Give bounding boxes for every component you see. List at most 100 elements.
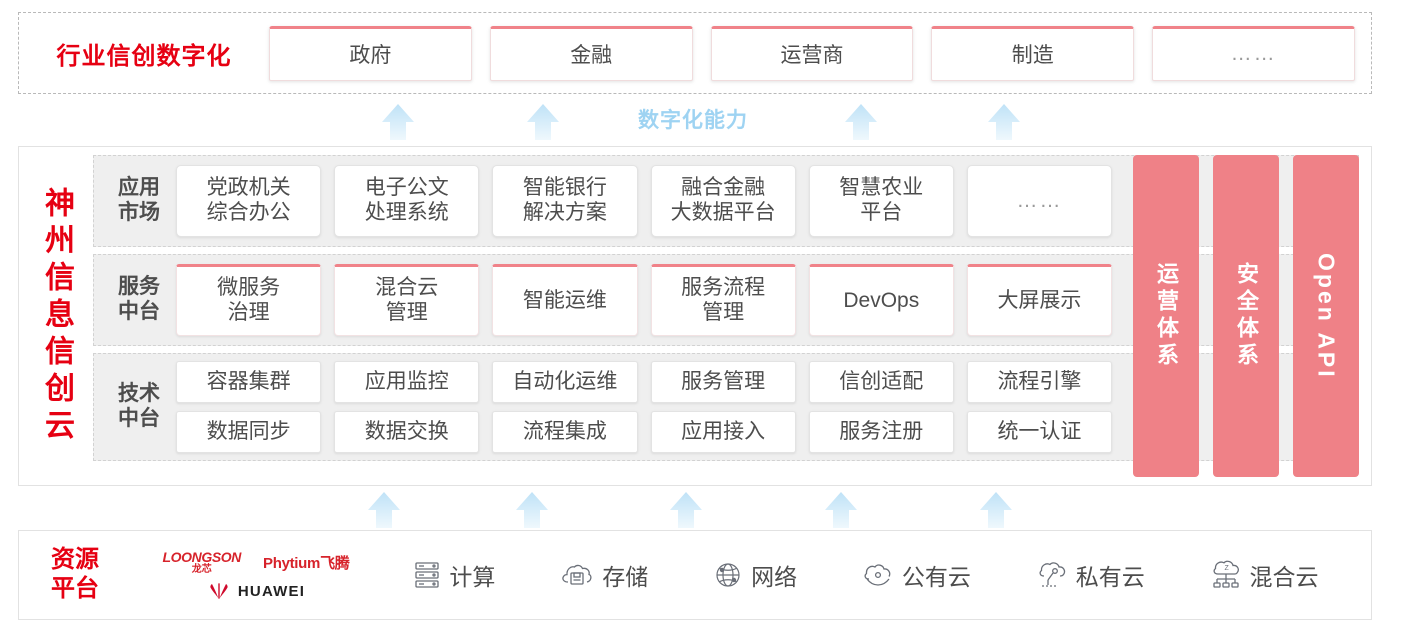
app-card-line2: 解决方案	[522, 201, 607, 224]
resource-item-compute[interactable]: 计算	[413, 558, 495, 592]
svc-card-hybrid-cloud-management[interactable]: 混合云管理	[334, 264, 480, 336]
tier-label-line1: 技术	[118, 382, 160, 406]
tech-card-row-1: 容器集群 应用监控 自动化运维 服务管理 信创适配 流程引擎	[176, 361, 1113, 403]
resource-item-storage-label: 存储	[602, 564, 649, 590]
resource-item-compute-label: 计算	[449, 564, 496, 590]
up-arrow-icon	[356, 490, 412, 530]
resource-item-private-cloud-label: 私有云	[1075, 564, 1145, 590]
svg-text:Z: Z	[1224, 565, 1229, 572]
app-card-line1: 电子公文	[364, 176, 449, 200]
resource-item-network[interactable]: 网络	[713, 558, 797, 592]
app-card-line2: 大数据平台	[670, 201, 776, 224]
private-cloud-icon	[1036, 560, 1068, 590]
tech-card-service-registry[interactable]: 服务注册	[808, 411, 954, 453]
up-arrow-icon	[968, 490, 1024, 530]
pillar-operations-system[interactable]: 运营体系	[1133, 155, 1199, 477]
app-card-more[interactable]: ……	[966, 165, 1113, 237]
tech-card-container-cluster[interactable]: 容器集群	[176, 361, 322, 403]
tier-label-line2: 市场	[118, 201, 160, 224]
network-icon	[713, 560, 743, 590]
svc-card-devops[interactable]: DevOps	[808, 264, 954, 336]
svc-card-line2: 管理	[702, 301, 745, 324]
industry-card-more[interactable]: ……	[1152, 25, 1355, 81]
app-card-line1: 智能银行	[522, 176, 607, 200]
tech-card-application-monitoring[interactable]: 应用监控	[334, 361, 480, 403]
cloud-platform-frame: 神州信息信创云 应用 市场 党政机关综合办公 电子公文处理系统 智能银行解决方案…	[18, 146, 1372, 486]
loongson-logo-name: LOONGSON	[162, 549, 242, 565]
cloud-platform-title-text: 神州信息信创云	[40, 186, 73, 446]
app-card-line2: 平台	[860, 201, 903, 224]
resource-item-storage[interactable]: 存储	[560, 558, 648, 592]
resource-item-network-label: 网络	[751, 564, 798, 590]
cloud-platform-body: 应用 市场 党政机关综合办公 电子公文处理系统 智能银行解决方案 融合金融大数据…	[93, 147, 1371, 485]
app-card-finance-bigdata-platform[interactable]: 融合金融大数据平台	[650, 165, 796, 237]
resource-item-public-cloud[interactable]: 公有云	[862, 558, 971, 592]
vendor-logo-group: LOONGSON 龙芯 Phytium飞腾 HUAWEI	[131, 550, 381, 600]
tech-card-data-exchange[interactable]: 数据交换	[334, 411, 480, 453]
svc-card-intelligent-ops[interactable]: 智能运维	[492, 264, 638, 336]
resource-item-public-cloud-label: 公有云	[901, 564, 971, 590]
digital-capability-strip: 数字化能力	[18, 98, 1372, 142]
public-cloud-icon	[862, 561, 894, 589]
huawei-logo: HUAWEI	[207, 582, 305, 600]
huawei-logo-text: HUAWEI	[237, 582, 306, 600]
up-arrow-icon	[515, 102, 571, 142]
tech-card-data-sync[interactable]: 数据同步	[176, 411, 322, 453]
tech-card-row-2: 数据同步 数据交换 流程集成 应用接入 服务注册 统一认证	[176, 411, 1113, 453]
tier-label-technology-platform: 技术 中台	[102, 382, 176, 432]
app-card-e-document-system[interactable]: 电子公文处理系统	[334, 165, 480, 237]
up-arrow-icon	[504, 490, 560, 530]
tier-label-line1: 应用	[118, 176, 160, 200]
industry-card-manufacturing[interactable]: 制造	[931, 25, 1135, 81]
svc-card-microservice-governance[interactable]: 微服务治理	[176, 264, 322, 336]
resource-platform-frame: 资源 平台 LOONGSON 龙芯 Phytium飞腾 HUAWEI	[18, 530, 1372, 620]
tier-label-line2: 中台	[118, 300, 160, 323]
app-card-line1: 党政机关	[206, 176, 291, 200]
resource-item-hybrid-cloud[interactable]: Z 混合云	[1210, 558, 1319, 592]
loongson-logo: LOONGSON 龙芯	[162, 549, 242, 575]
tier-label-line1: 服务	[118, 275, 160, 299]
up-arrow-icon	[658, 490, 714, 530]
app-card-line1: 融合金融	[681, 176, 766, 200]
loongson-logo-sub: 龙芯	[191, 564, 212, 575]
phytium-logo: Phytium飞腾	[263, 555, 350, 572]
svc-card-large-screen-display[interactable]: 大屏展示	[966, 264, 1113, 336]
pillar-open-api[interactable]: Open API	[1293, 155, 1359, 477]
hybrid-cloud-icon: Z	[1210, 560, 1242, 590]
application-market-cards: 党政机关综合办公 电子公文处理系统 智能银行解决方案 融合金融大数据平台 智慧农…	[176, 165, 1350, 237]
tech-card-automated-ops[interactable]: 自动化运维	[492, 361, 638, 403]
tech-card-unified-authentication[interactable]: 统一认证	[966, 411, 1113, 453]
tech-card-process-integration[interactable]: 流程集成	[492, 411, 638, 453]
resource-item-private-cloud[interactable]: 私有云	[1036, 558, 1145, 592]
pillar-group: 运营体系 安全体系 Open API	[1133, 155, 1359, 477]
technology-platform-cards: 容器集群 应用监控 自动化运维 服务管理 信创适配 流程引擎 数据同步 数据交换…	[176, 361, 1350, 453]
pillar-operations-system-label: 运营体系	[1154, 262, 1179, 370]
app-card-government-office[interactable]: 党政机关综合办公	[176, 165, 322, 237]
tier-label-application-market: 应用 市场	[102, 176, 176, 226]
tier-label-line2: 中台	[118, 407, 160, 430]
app-card-line2: 综合办公	[206, 201, 291, 224]
up-arrow-icon	[370, 102, 426, 142]
resource-item-hybrid-cloud-label: 混合云	[1249, 564, 1319, 590]
pillar-security-system[interactable]: 安全体系	[1213, 155, 1279, 477]
industry-card-operator[interactable]: 运营商	[710, 25, 914, 81]
server-icon	[413, 560, 441, 590]
svc-card-line1: 混合云	[375, 276, 439, 300]
svc-card-line2: 管理	[385, 301, 428, 324]
tech-card-application-access[interactable]: 应用接入	[650, 411, 796, 453]
industry-card-finance[interactable]: 金融	[489, 25, 693, 81]
app-card-smart-bank-solution[interactable]: 智能银行解决方案	[492, 165, 638, 237]
tier-label-service-platform: 服务 中台	[102, 275, 176, 325]
cloud-storage-icon	[560, 561, 594, 589]
tech-card-xinchuang-adaptation[interactable]: 信创适配	[808, 361, 954, 403]
tech-card-process-engine[interactable]: 流程引擎	[966, 361, 1113, 403]
service-platform-cards: 微服务治理 混合云管理 智能运维 服务流程管理 DevOps 大屏展示	[176, 264, 1350, 336]
resource-uplink-strip	[18, 488, 1372, 530]
industry-card-government[interactable]: 政府	[269, 25, 472, 81]
pillar-open-api-label: Open API	[1313, 252, 1340, 380]
svc-card-line1: 服务流程	[681, 276, 766, 300]
tech-card-service-management[interactable]: 服务管理	[650, 361, 796, 403]
app-card-smart-agriculture-platform[interactable]: 智慧农业平台	[808, 165, 954, 237]
app-card-line1: 智慧农业	[839, 176, 924, 200]
svc-card-service-process-management[interactable]: 服务流程管理	[650, 264, 796, 336]
